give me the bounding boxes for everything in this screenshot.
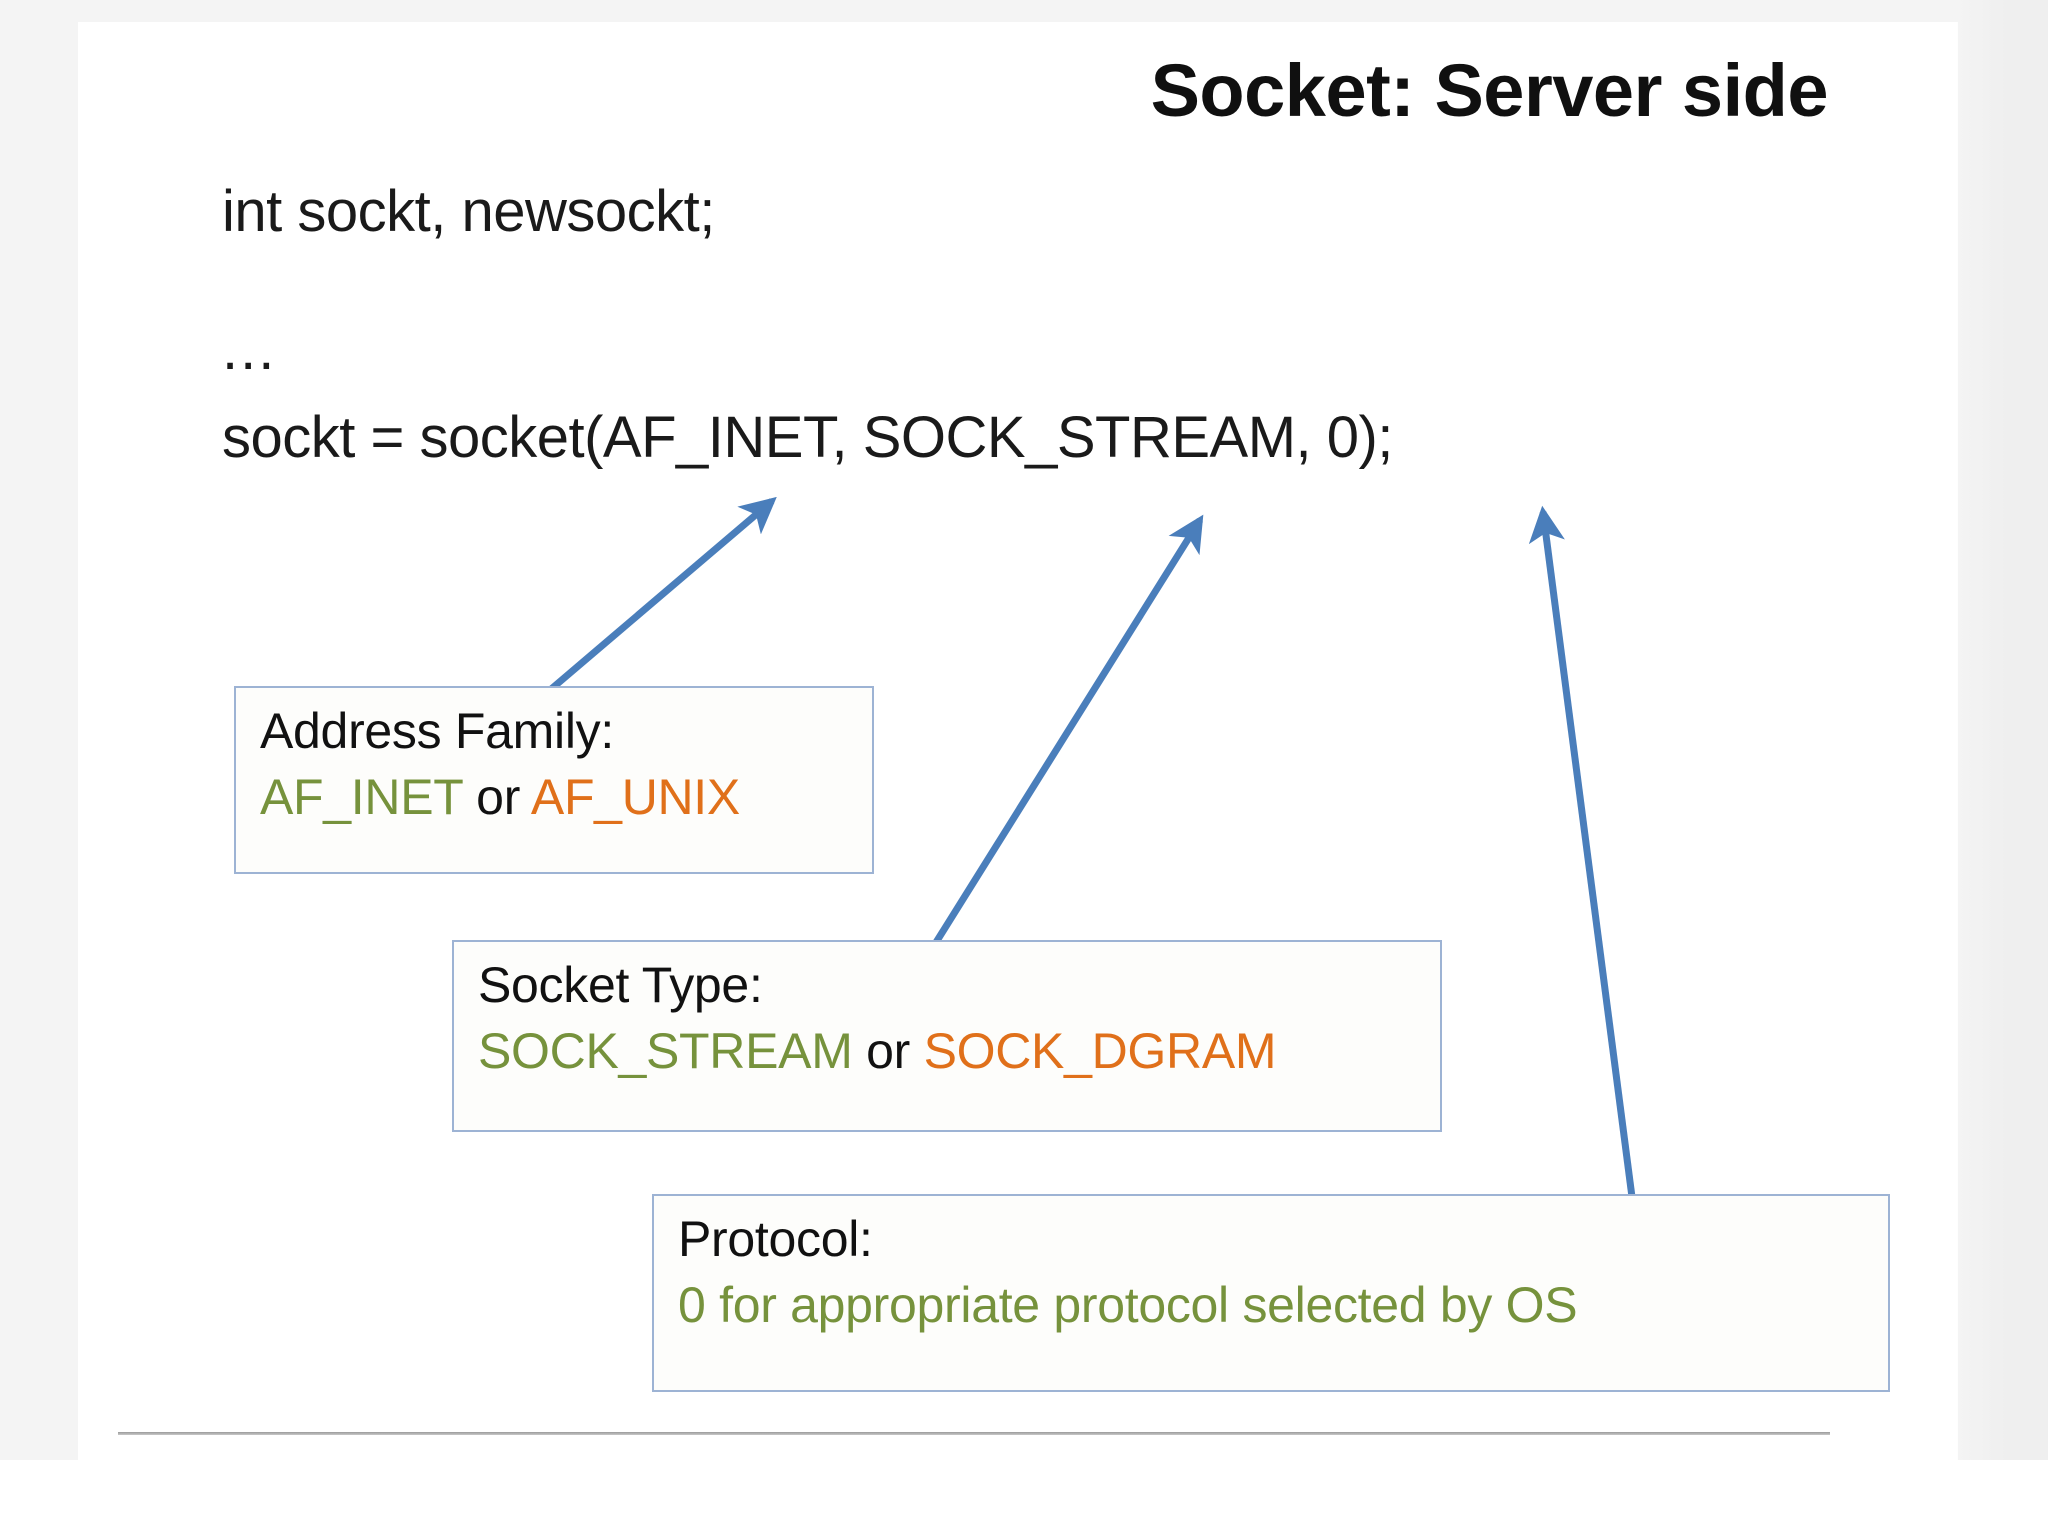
callout-protocol-option-primary: 0 for appropriate protocol selected by O… (678, 1277, 1578, 1333)
callout-address-family-option-secondary: AF_UNIX (530, 769, 740, 825)
footer-divider (118, 1432, 1830, 1435)
callout-address-family-title: Address Family: (260, 703, 614, 759)
slide-edge-shading-right (1956, 0, 2048, 1536)
callout-socket-type: Socket Type: SOCK_STREAM or SOCK_DGRAM (452, 940, 1442, 1132)
code-line-declaration: int sockt, newsockt; (222, 179, 715, 244)
callout-socket-type-title: Socket Type: (478, 957, 763, 1013)
callout-protocol-values: 0 for appropriate protocol selected by O… (678, 1275, 1866, 1335)
callout-address-family-values: AF_INET or AF_UNIX (260, 767, 850, 827)
callout-socket-type-option-primary: SOCK_STREAM (478, 1023, 853, 1079)
callout-protocol: Protocol: 0 for appropriate protocol sel… (652, 1194, 1890, 1392)
callout-address-family-separator: or (462, 769, 531, 825)
code-line-socket-call: sockt = socket(AF_INET, SOCK_STREAM, 0); (222, 405, 1393, 470)
callout-socket-type-values: SOCK_STREAM or SOCK_DGRAM (478, 1021, 1418, 1081)
callout-socket-type-separator: or (852, 1023, 924, 1079)
callout-address-family-option-primary: AF_INET (260, 769, 463, 825)
callout-protocol-title: Protocol: (678, 1211, 873, 1267)
code-line-ellipsis: ... (222, 317, 277, 382)
page-title: Socket: Server side (1150, 49, 1829, 132)
callout-address-family: Address Family: AF_INET or AF_UNIX (234, 686, 874, 874)
slide-edge-shading-bottom (0, 1460, 2048, 1536)
callout-socket-type-option-secondary: SOCK_DGRAM (923, 1023, 1277, 1079)
